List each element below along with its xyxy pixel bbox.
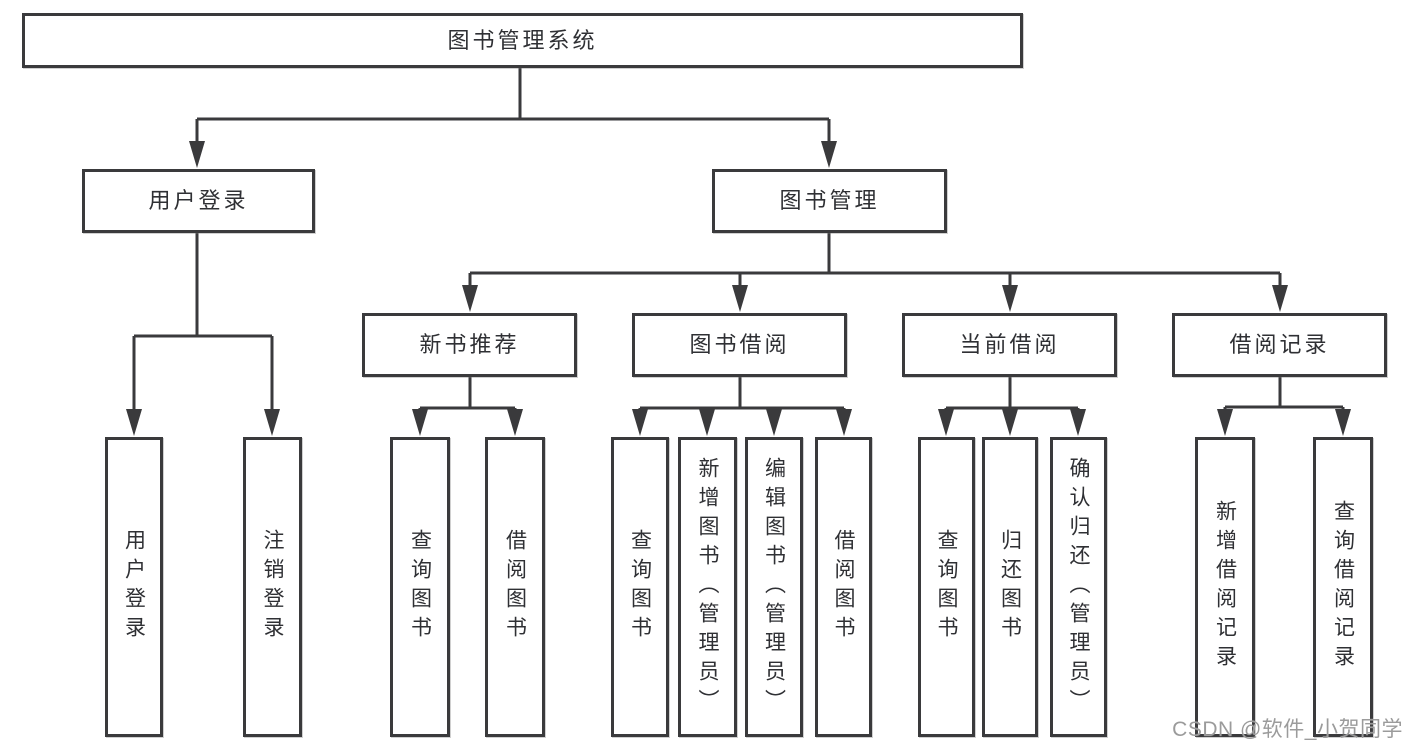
node-book-management: 图书管理 <box>712 169 947 233</box>
leaf-logout: 注销登录 <box>243 437 302 737</box>
leaf-borrow-books-borrowing: 借阅图书 <box>815 437 872 737</box>
leaf-query-books-borrowing: 查询图书 <box>611 437 669 737</box>
leaf-query-books-current: 查询图书 <box>918 437 975 737</box>
leaf-edit-book-admin: 编辑图书（管理员） <box>745 437 803 737</box>
leaf-query-borrow-record: 查询借阅记录 <box>1313 437 1373 737</box>
leaf-borrow-books-recommend: 借阅图书 <box>485 437 545 737</box>
leaf-user-login: 用户登录 <box>105 437 163 737</box>
node-new-book-recommendation: 新书推荐 <box>362 313 577 377</box>
leaf-return-books: 归还图书 <box>982 437 1038 737</box>
leaf-confirm-return-admin: 确认归还（管理员） <box>1050 437 1107 737</box>
leaf-add-borrow-record: 新增借阅记录 <box>1195 437 1255 737</box>
node-borrowing-records: 借阅记录 <box>1172 313 1387 377</box>
leaf-query-books-recommend: 查询图书 <box>390 437 450 737</box>
node-book-borrowing: 图书借阅 <box>632 313 847 377</box>
node-current-borrowing: 当前借阅 <box>902 313 1117 377</box>
watermark-text: CSDN @软件_小贺同学 <box>1172 718 1403 741</box>
leaf-add-book-admin: 新增图书（管理员） <box>678 437 737 737</box>
node-library-system-root: 图书管理系统 <box>22 13 1023 68</box>
node-user-login: 用户登录 <box>82 169 315 233</box>
